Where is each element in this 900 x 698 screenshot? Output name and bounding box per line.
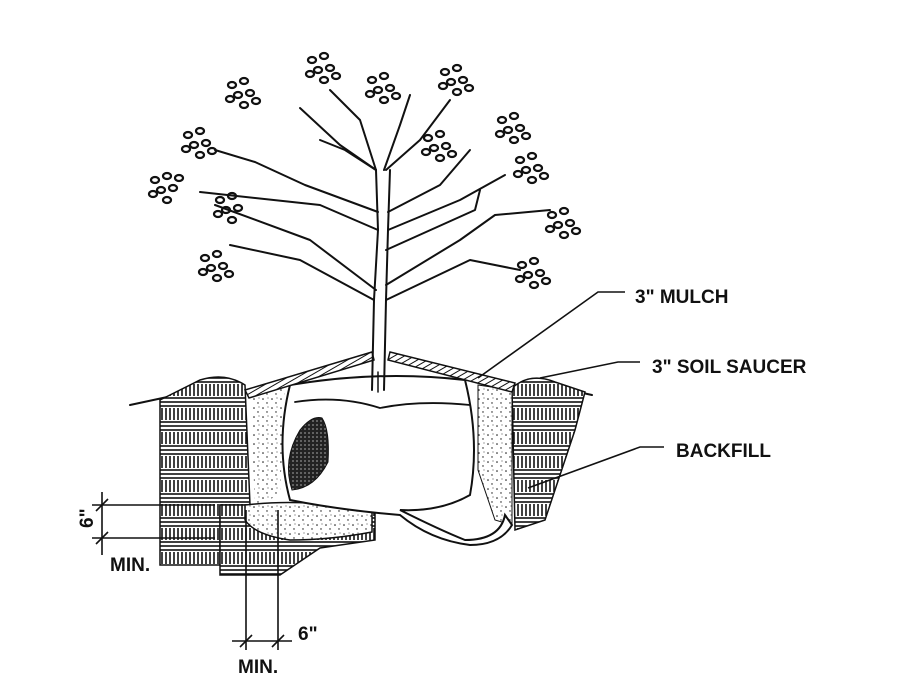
leaf-cluster: [544, 206, 582, 240]
leaf-cluster: [420, 129, 458, 163]
leaf-cluster: [304, 51, 342, 85]
leaf-cluster: [512, 151, 550, 185]
dimension-vertical-note: MIN.: [110, 555, 150, 576]
mulch-layer-left: [243, 351, 375, 399]
leader-backfill: [527, 446, 664, 489]
leaf-cluster: [212, 191, 244, 225]
dimension-horizontal: [232, 510, 292, 650]
leader-soil-saucer: [539, 361, 640, 379]
dimension-horizontal-note: MIN.: [238, 657, 278, 678]
leader-mulch: [477, 291, 625, 379]
leaf-cluster: [147, 171, 185, 205]
leaf-cluster: [197, 249, 235, 283]
backfill-area-right: [477, 384, 513, 526]
root-ball: [281, 375, 514, 547]
dimension-vertical: [92, 492, 215, 555]
leaf-cluster: [180, 126, 218, 160]
label-mulch: 3" MULCH: [635, 287, 728, 308]
backfill-area: [250, 385, 285, 505]
root-ball-shadow: [287, 417, 329, 491]
mulch-layer-right: [387, 351, 516, 393]
dimension-horizontal-value: 6": [298, 624, 318, 645]
label-backfill: BACKFILL: [676, 441, 771, 462]
dimension-vertical-value: 6": [77, 508, 98, 528]
leaf-cluster: [437, 63, 475, 97]
callout-leaders: [477, 291, 664, 489]
leaf-cluster: [364, 71, 402, 105]
label-soil-saucer: 3" SOIL SAUCER: [652, 357, 807, 378]
leaf-cluster: [514, 256, 552, 290]
tree-foliage: [147, 51, 582, 290]
leaf-cluster: [224, 76, 262, 110]
tree-branches: [199, 89, 551, 301]
existing-soil-right: [511, 377, 586, 532]
leaf-cluster: [494, 111, 532, 145]
backfill-area-bottom: [244, 501, 373, 541]
tree-trunk: [371, 169, 391, 393]
